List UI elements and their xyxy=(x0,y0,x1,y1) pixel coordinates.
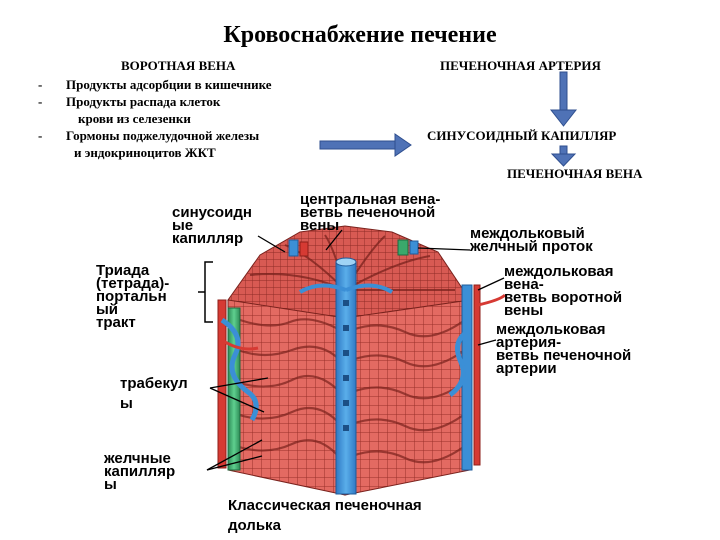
left-portal-tract xyxy=(217,299,259,471)
triad-bracket xyxy=(198,261,213,323)
list-item-continuation: и эндокриноцитов ЖКТ xyxy=(74,145,216,160)
portal-triad-label: Триада (тетрада)- портальн ый тракт xyxy=(96,262,170,331)
bile-capillaries-label: желчные капилляр ы xyxy=(104,450,176,493)
list-item: -Продукты распада клеток xyxy=(38,94,221,109)
portal-vein-header: ВОРОТНАЯ ВЕНА xyxy=(121,58,236,73)
portal-vein-inputs-list: -Продукты адсорбции в кишечнике -Продукт… xyxy=(38,76,272,161)
hepatic-artery-label: ПЕЧЕНОЧНАЯ АРТЕРИЯ xyxy=(440,58,601,73)
pointer-lines xyxy=(206,229,505,471)
capillary-to-vein-arrow xyxy=(550,145,577,167)
interlobular-vein-label: междольковая вена- ветвь воротной вены xyxy=(504,263,623,319)
bile-duct-label: междольковый желчный проток xyxy=(470,225,593,255)
right-portal-tract xyxy=(448,284,507,471)
artery-to-capillary-arrow xyxy=(549,71,578,127)
list-item: -Гормоны поджелудочной железы xyxy=(38,128,260,143)
trabeculae-label: трабекул ы xyxy=(120,375,188,412)
list-item-continuation: крови из селезенки xyxy=(78,111,191,126)
list-item: -Продукты адсорбции в кишечнике xyxy=(38,77,272,92)
page-title: Кровоснабжение печение xyxy=(223,22,497,48)
central-vein-label: центральная вена- ветвь печеночной вены xyxy=(300,191,441,234)
central-vein xyxy=(298,257,394,495)
hepatic-vein-label: ПЕЧЕНОЧНАЯ ВЕНА xyxy=(507,166,643,181)
interlobular-artery-label: междольковая артерия- ветвь печеночной а… xyxy=(496,321,632,377)
portal-to-capillary-arrow xyxy=(319,133,412,157)
sinusoid-label: синусоидн ые капилляр xyxy=(172,204,252,247)
sinusoid-capillary-label: СИНУСОИДНЫЙ КАПИЛЛЯР xyxy=(427,128,617,143)
classic-lobule-label: Классическая печеночная долька xyxy=(228,497,422,534)
top-portal-stubs xyxy=(288,239,419,257)
